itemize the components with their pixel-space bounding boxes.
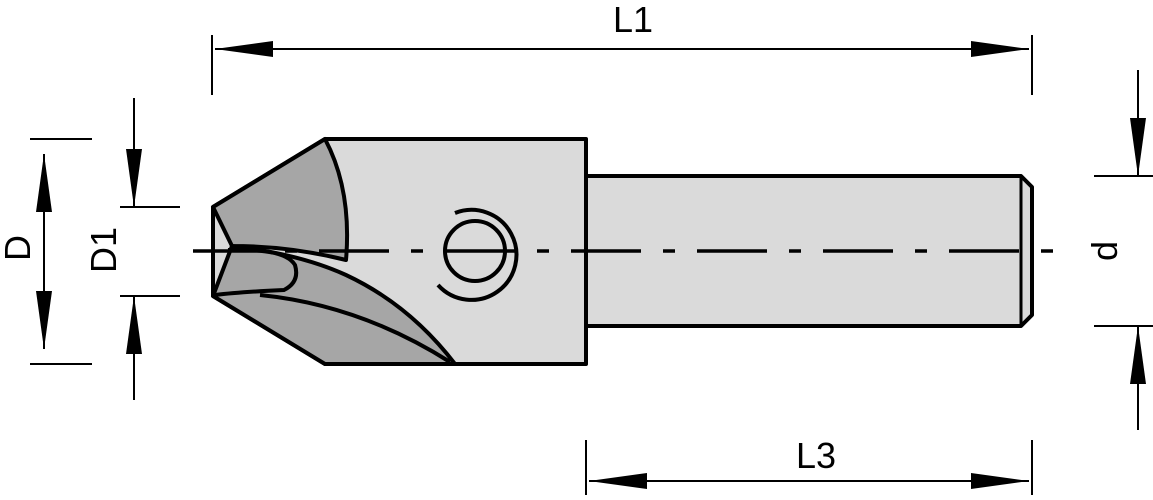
label-D: D xyxy=(0,235,38,261)
dimension-D1: D1 xyxy=(83,98,180,400)
flute-edge-curve xyxy=(214,247,299,297)
dimension-L3: L3 xyxy=(585,435,1033,495)
label-D1: D1 xyxy=(83,227,124,273)
label-d: d xyxy=(1084,241,1125,261)
label-L3: L3 xyxy=(796,435,836,476)
dimension-D: D xyxy=(0,138,92,365)
dimension-d: d xyxy=(1084,70,1153,430)
upper-flute xyxy=(211,137,350,262)
rotation-arrow-icon xyxy=(436,207,519,302)
flute-helix-curve xyxy=(259,293,452,364)
label-L1: L1 xyxy=(613,0,653,40)
dimension-L1: L1 xyxy=(211,0,1033,95)
